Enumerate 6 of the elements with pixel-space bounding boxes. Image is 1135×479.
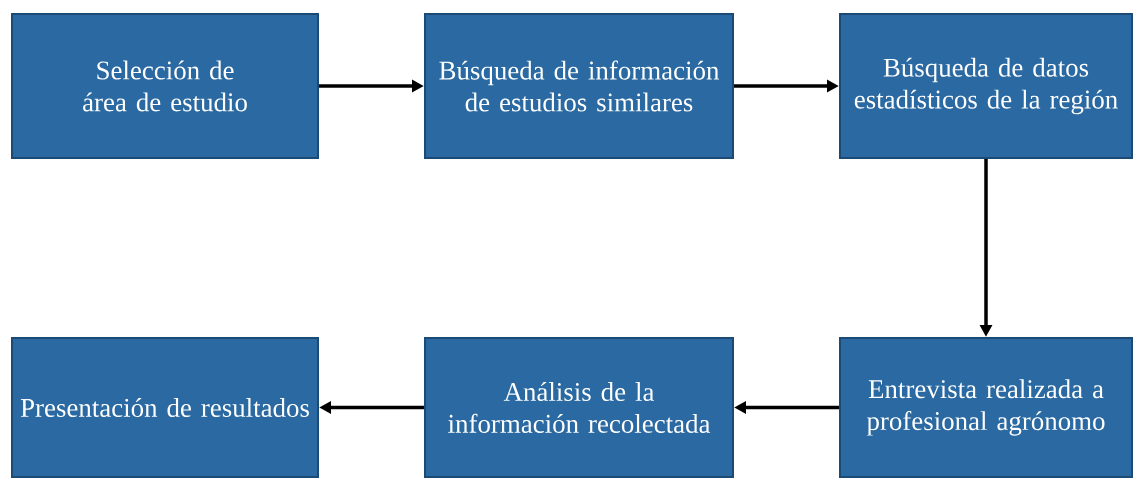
process-box: Presentación de resultados bbox=[11, 337, 319, 478]
process-box: Entrevista realizada a profesional agrónomo bbox=[839, 337, 1133, 478]
process-box: Selección de área de estudio bbox=[11, 13, 319, 159]
process-box: Búsqueda de datos estadísticos de la región bbox=[839, 13, 1133, 159]
process-box: Búsqueda de información de estudios similares bbox=[424, 13, 734, 159]
process-box: Análisis de la información recolectada bbox=[424, 337, 734, 478]
